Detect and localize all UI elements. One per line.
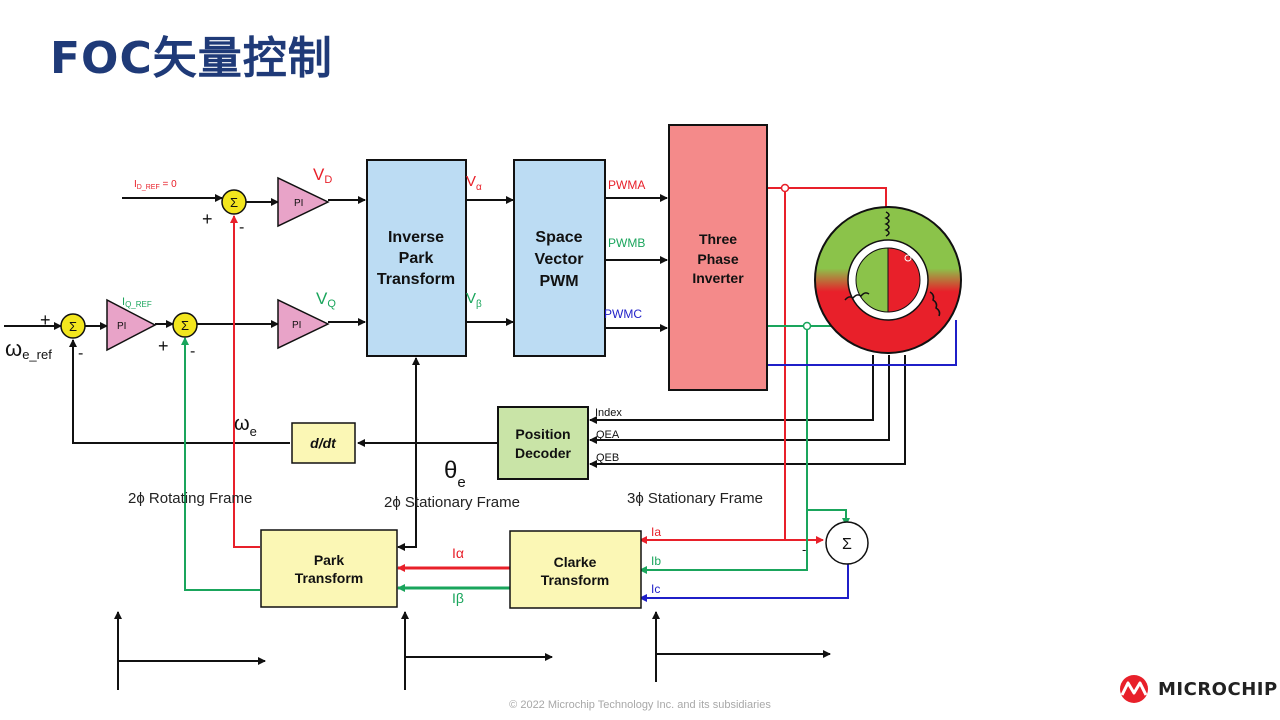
park-line1: Park [314,552,345,568]
coil-c [929,291,941,317]
pwmb-label: PWMB [608,236,645,250]
pwmc-label: PWMC [604,307,642,321]
sum-junction-d: Σ [221,189,247,215]
inverter-line1: Three [699,231,737,247]
omega-ref-label: ωe_ref [5,336,52,362]
inverse-park-line1: Inverse [388,229,444,246]
pi-d-label: PI [294,198,303,209]
ia-label: Ia [651,525,661,539]
theta-e-label: θe [444,457,466,491]
park-transform-block: Park Transform [260,529,398,608]
plus-sign: + [158,336,169,356]
sum-junction-current: Σ [825,521,869,565]
wires [4,187,957,602]
ic-label: Ic [651,582,660,596]
svpwm-line1: Space [535,229,582,246]
axis-sketches [114,611,831,690]
park-line2: Transform [295,570,363,586]
clarke-line1: Clarke [554,554,597,570]
position-decoder-line2: Decoder [515,445,572,461]
pi-controller-speed: PI [106,298,157,352]
id-ref-label: ID_REF = 0 [134,179,177,191]
slide-title: FOC矢量控制 [50,33,333,84]
copyright-footer: © 2022 Microchip Technology Inc. and its… [509,699,771,711]
clarke-line2: Transform [541,572,609,588]
pi-controller-q: PI [277,298,330,350]
microchip-logo: MICROCHIP [1116,672,1278,706]
space-vector-pwm-block: Space Vector PWM [513,159,606,357]
microchip-logo-icon [1120,675,1148,703]
sum-junction-q: Σ [172,312,198,338]
minus-sign: - [190,343,195,360]
plus-sign: + [40,310,51,330]
vq-label: VQ [316,289,336,310]
minus-sign: - [802,542,806,557]
inverter-line3: Inverter [692,270,744,286]
coil-b [844,292,870,301]
pwma-label: PWMA [608,178,645,192]
sum-d-symbol: Σ [230,195,238,210]
pi-controller-d: PI [277,176,330,228]
minus-sign: - [239,219,244,236]
signal-labels: ID_REF = 0 IQ_REF VD VQ Vα Vβ PWMA PWMB … [5,165,806,606]
inverter-line2: Phase [697,251,738,267]
inverse-park-line2: Park [399,250,434,267]
svpwm-line2: Vector [535,251,584,268]
junction-b [802,321,812,331]
pi-speed-label: PI [117,321,126,332]
position-decoder-line1: Position [515,426,570,442]
rotating-frame-label: 2ϕ Rotating Frame [128,490,252,507]
motor-symbol [814,206,962,354]
sum-current-symbol: Σ [842,536,852,553]
derivative-label: d/dt [310,435,337,451]
three-phase-inverter-block: Three Phase Inverter [668,124,768,391]
position-decoder-block: Position Decoder [497,406,589,480]
pi-q-label: PI [292,320,301,331]
rotating-frame-axes [114,611,266,690]
stationary-2ph-axes [401,611,553,690]
sum-q-symbol: Σ [181,318,189,333]
coil-a [884,211,890,237]
microchip-logo-text: MICROCHIP [1158,678,1278,700]
ib-label: Ib [651,554,661,568]
index-label: Index [595,407,622,419]
inverse-park-transform-block: Inverse Park Transform [366,159,467,357]
inverse-park-line3: Transform [377,271,455,288]
iq-ref-label: IQ_REF [122,296,152,309]
sum-junction-speed: Σ [60,313,86,339]
svpwm-line3: PWM [539,273,578,290]
qeb-label: QEB [596,452,619,464]
clarke-transform-block: Clarke Transform [509,530,642,609]
vd-label: VD [313,165,332,186]
stationary-3ph-frame-label: 3ϕ Stationary Frame [627,490,763,507]
v-alpha-label: Vα [466,173,482,193]
minus-sign: - [78,345,83,362]
junction-a [780,183,790,193]
plus-sign: + [202,209,213,229]
i-alpha-label: Iα [452,545,464,561]
stationary-2ph-frame-label: 2ϕ Stationary Frame [384,494,520,511]
derivative-block: d/dt [291,422,356,464]
stationary-3ph-axes [652,611,831,682]
omega-e-label: ωe [234,413,257,439]
sum-speed-symbol: Σ [69,319,77,334]
qea-label: QEA [596,429,620,441]
v-beta-label: Vβ [466,290,482,310]
i-beta-label: Iβ [452,590,464,606]
